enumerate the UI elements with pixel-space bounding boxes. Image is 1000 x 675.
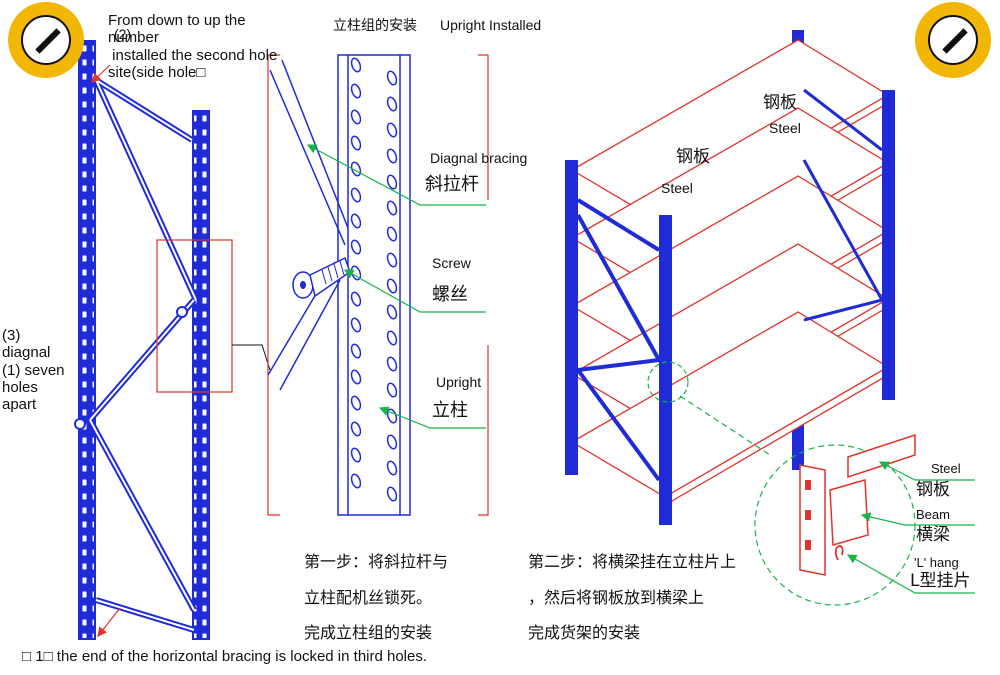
label-steel-cn-second: 钢板 — [676, 147, 710, 167]
upright-hole — [386, 148, 398, 164]
upright-hole — [386, 200, 398, 216]
label-diagnal-bracing-en: Diagnal bracing — [430, 150, 528, 166]
step2-number: (2) — [114, 26, 132, 42]
title-en: Upright Installed — [440, 17, 542, 33]
upright-hole — [386, 434, 398, 450]
upright-hole — [386, 460, 398, 476]
upright-hole — [350, 369, 362, 385]
label-upright-en: Upright — [436, 374, 482, 390]
upright-hole — [386, 174, 398, 190]
label-hook-steel-cn: 钢板 — [916, 480, 950, 500]
label-beam-cn: 横梁 — [916, 525, 950, 545]
label-steel-cn-top: 钢板 — [763, 93, 797, 113]
upright-hole — [386, 252, 398, 268]
upright-hole — [350, 291, 362, 307]
assembled-shelving — [565, 30, 975, 606]
bottom-note: □ 1□ the end of the horizontal bracing i… — [22, 648, 428, 665]
upright-hole — [350, 135, 362, 151]
step1-line2: 立柱配机丝锁死。 — [304, 588, 433, 607]
label-upright-cn: 立柱 — [432, 400, 468, 421]
step2-line2: ，然后将钢板放到横梁上 — [528, 588, 705, 607]
pdf-xchange-badge-icon[interactable] — [915, 2, 991, 78]
label-diagnal-bracing-cn: 斜拉杆 — [425, 174, 479, 195]
upright-hole — [386, 330, 398, 346]
step2-line1: 第二步：将横梁挂在立柱片上 — [528, 552, 737, 571]
step3-instructions: (3) diagnal (1) seven holes apart — [2, 327, 65, 413]
upright-hole — [350, 213, 362, 229]
upright-hole — [386, 356, 398, 372]
detail-view — [267, 54, 489, 516]
pdf-xchange-badge-icon[interactable] — [8, 2, 84, 78]
upright-hole — [350, 343, 362, 359]
label-l-hang-cn: L型挂片 — [910, 571, 971, 591]
upright-hole — [350, 83, 362, 99]
label-screw-cn: 螺丝 — [432, 284, 468, 305]
label-beam-en: Beam — [916, 507, 950, 522]
upright-hole — [350, 57, 362, 73]
upright-hole — [386, 382, 398, 398]
upright-hole — [350, 187, 362, 203]
label-steel-en-top: Steel — [769, 120, 801, 136]
label-steel-en-second: Steel — [661, 180, 693, 196]
label-hook-steel-en: Steel — [931, 461, 961, 476]
step2-instructions: From down to up the number installed the… — [108, 12, 278, 81]
upright-hole — [350, 473, 362, 489]
upright-hole — [350, 109, 362, 125]
upright-hole-column — [350, 57, 398, 502]
upright-hole — [350, 395, 362, 411]
upright-hole — [386, 304, 398, 320]
upright-hole — [386, 226, 398, 242]
step2-line3: 完成货架的安装 — [528, 623, 641, 642]
upright-hole — [386, 122, 398, 138]
label-l-hang-en: 'L' hang — [914, 555, 959, 570]
upright-hole — [386, 486, 398, 502]
step1-line3: 完成立柱组的安装 — [304, 623, 433, 642]
upright-hole — [386, 70, 398, 86]
upright-hole — [386, 96, 398, 112]
upright-hole — [350, 239, 362, 255]
step1-line1: 第一步：将斜拉杆与 — [304, 552, 449, 571]
screw-icon — [292, 256, 351, 299]
upright-hole — [386, 278, 398, 294]
upright-hole — [350, 421, 362, 437]
l-hang-detail — [799, 433, 975, 594]
left-upright-frame — [74, 40, 271, 640]
upright-hole — [350, 447, 362, 463]
title-cn: 立柱组的安装 — [333, 18, 417, 34]
upright-hole — [350, 317, 362, 333]
label-screw-en: Screw — [432, 255, 471, 271]
